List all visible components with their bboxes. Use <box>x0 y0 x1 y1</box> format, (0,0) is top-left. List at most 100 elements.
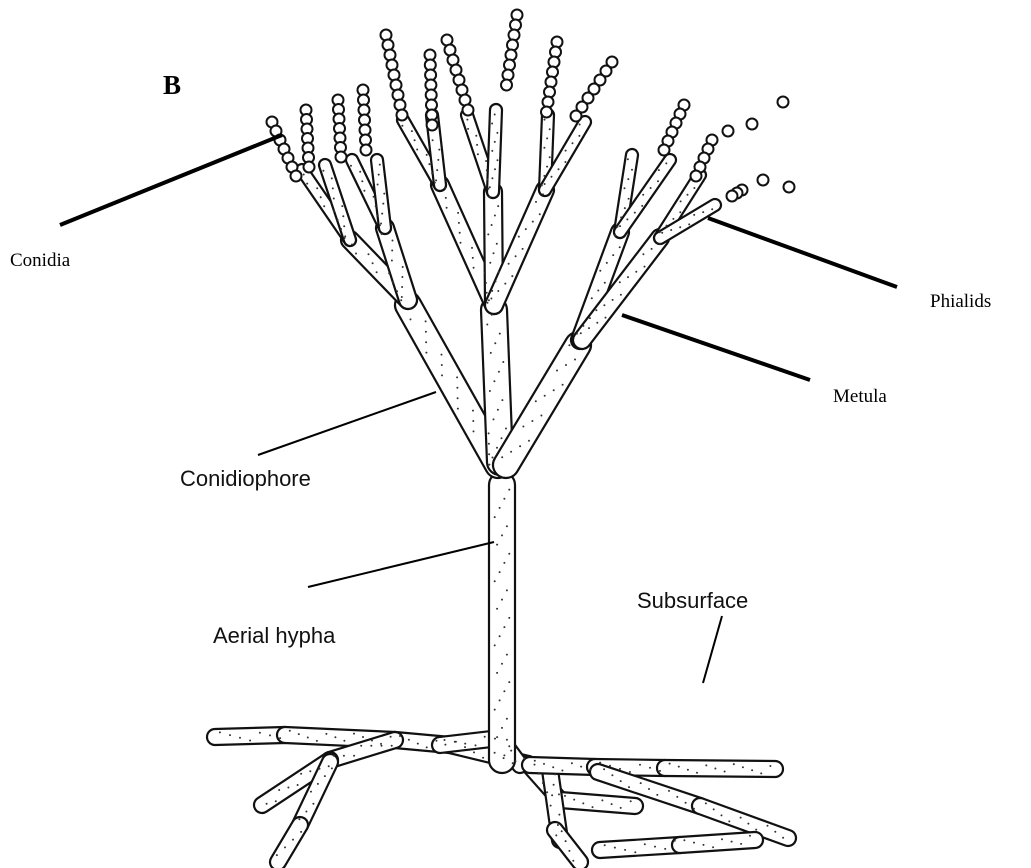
cell-stipple-dot <box>534 764 536 766</box>
cell-stipple-dot <box>693 187 695 189</box>
cell-stipple-dot <box>634 851 636 853</box>
cell-stipple-dot <box>487 179 489 181</box>
cell-stipple-dot <box>508 553 510 555</box>
cell-stipple-dot <box>596 322 598 324</box>
cell-stipple-dot <box>399 735 401 737</box>
cell-stipple-dot <box>670 229 672 231</box>
cell-stipple-dot <box>611 803 613 805</box>
cell-stipple-dot <box>477 153 479 155</box>
cell-stipple-dot <box>426 746 428 748</box>
cell-stipple-dot <box>375 205 377 207</box>
cell-stipple-dot <box>506 739 508 741</box>
cell-stipple-dot <box>551 176 553 178</box>
cell-stipple-dot <box>494 342 496 344</box>
cell-stipple-dot <box>488 443 490 445</box>
cell-stipple-dot <box>672 218 674 220</box>
cell-stipple-dot <box>414 139 416 141</box>
cell-stipple-dot <box>522 248 524 250</box>
cell-stipple-dot <box>322 170 324 172</box>
cell-stipple-dot <box>457 397 459 399</box>
cell-stipple-dot <box>580 766 582 768</box>
cell-stipple-dot <box>496 608 498 610</box>
cell-stipple-dot <box>693 808 695 810</box>
cell-stipple-dot <box>362 736 364 738</box>
cell-stipple-dot <box>749 835 751 837</box>
cell-stipple-dot <box>472 257 474 259</box>
cell-stipple-dot <box>644 266 646 268</box>
cell-stipple-dot <box>611 774 613 776</box>
cell-stipple-dot <box>488 299 490 301</box>
cell-stipple-dot <box>300 773 302 775</box>
cell-stipple-dot <box>391 745 393 747</box>
cell-stipple-dot <box>642 194 644 196</box>
cell-stipple-dot <box>494 168 496 170</box>
cell-stipple-dot <box>305 811 307 813</box>
cell-stipple-dot <box>445 197 447 199</box>
cell-stipple-dot <box>494 141 496 143</box>
cell-stipple-dot <box>543 175 545 177</box>
subsurface-hypha-cell <box>544 819 591 868</box>
cell-stipple-dot <box>664 848 666 850</box>
cell-stipple-dot <box>416 149 418 151</box>
cell-stipple-dot <box>546 166 548 168</box>
cell-stipple-dot <box>510 451 512 453</box>
cell-stipple-dot <box>476 144 478 146</box>
cell-stipple-dot <box>565 364 567 366</box>
cell-stipple-dot <box>603 768 605 770</box>
cell-stipple-dot <box>666 225 668 227</box>
cell-stipple-dot <box>616 226 618 228</box>
cell-stipple-dot <box>359 171 361 173</box>
cell-stipple-dot <box>705 802 707 804</box>
cell-stipple-dot <box>388 272 390 274</box>
cell-stipple-dot <box>499 635 501 637</box>
cell-stipple-dot <box>343 225 345 227</box>
cell-stipple-dot <box>473 430 475 432</box>
cell-stipple-dot <box>323 205 325 207</box>
cell-stipple-dot <box>368 253 370 255</box>
cell-stipple-dot <box>372 262 374 264</box>
cell-stipple-dot <box>370 745 372 747</box>
cell-stipple-dot <box>572 142 574 144</box>
cell-stipple-dot <box>490 298 492 300</box>
cell-stipple-dot <box>628 786 630 788</box>
cell-stipple-dot <box>493 418 495 420</box>
cell-stipple-dot <box>392 281 394 283</box>
cell-stipple-dot <box>721 814 723 816</box>
cell-stipple-dot <box>269 734 271 736</box>
cell-stipple-dot <box>471 247 473 249</box>
cell-stipple-dot <box>344 235 346 237</box>
cell-stipple-dot <box>619 225 621 227</box>
cell-stipple-dot <box>431 172 433 174</box>
cell-stipple-dot <box>504 283 506 285</box>
cell-stipple-dot <box>333 198 335 200</box>
subsurface-hypha-cell <box>671 831 763 853</box>
cell-stipple-dot <box>417 743 419 745</box>
cell-stipple-dot <box>456 387 458 389</box>
cell-stipple-dot <box>568 850 570 852</box>
cell-stipple-dot <box>341 205 343 207</box>
conidium <box>501 80 512 91</box>
cell-stipple-dot <box>434 182 436 184</box>
cell-stipple-dot <box>491 177 493 179</box>
cell-stipple-dot <box>648 788 650 790</box>
cell-stipple-dot <box>731 841 733 843</box>
cell-stipple-dot <box>556 370 558 372</box>
cell-stipple-dot <box>307 737 309 739</box>
cell-stipple-dot <box>589 317 591 319</box>
cell-stipple-dot <box>543 147 545 149</box>
cell-stipple-dot <box>561 770 563 772</box>
cell-stipple-dot <box>331 767 333 769</box>
cell-stipple-dot <box>353 733 355 735</box>
cell-stipple-dot <box>549 156 551 158</box>
panel-letter: B <box>163 70 181 100</box>
cell-stipple-dot <box>472 410 474 412</box>
cell-stipple-dot <box>496 132 498 134</box>
cell-stipple-dot <box>467 128 469 130</box>
cell-stipple-dot <box>351 244 353 246</box>
cell-stipple-dot <box>379 224 381 226</box>
cell-stipple-dot <box>541 184 543 186</box>
cell-stipple-dot <box>378 174 380 176</box>
conidium <box>397 110 408 121</box>
phialide <box>487 104 502 198</box>
subsurface-label: Subsurface <box>637 588 748 613</box>
